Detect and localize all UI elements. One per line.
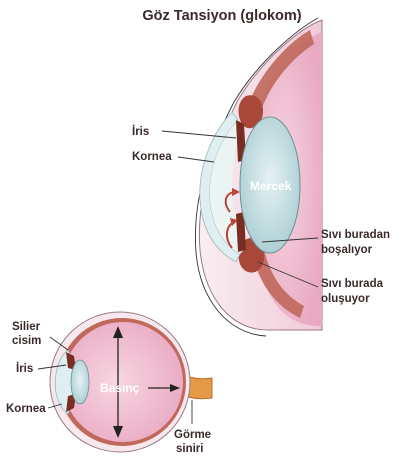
label-cornea: Kornea: [132, 151, 172, 163]
label-lens: Mercek: [250, 179, 292, 193]
label-small-iris: İris: [16, 362, 33, 375]
label-fluid-drains-1: Sıvı buradan: [321, 229, 390, 241]
label-fluid-drains-2: boşalıyor: [321, 244, 373, 256]
label-ciliary-1: Silier: [12, 321, 41, 333]
small-eye: Silier cisim İris Kornea Basınç Görme si…: [6, 312, 212, 455]
label-fluid-produced-1: Sıvı burada: [321, 278, 384, 290]
label-fluid-produced-2: oluşuyor: [321, 293, 370, 305]
label-iris: İris: [132, 125, 149, 138]
label-pressure: Basınç: [100, 381, 140, 395]
small-eye-lens: [71, 360, 89, 404]
large-eye: İris Kornea Mercek Sıvı buradan boşalıyo…: [132, 18, 390, 336]
label-ciliary-2: cisim: [12, 335, 41, 347]
label-optic-2: siniri: [176, 443, 203, 455]
label-small-cornea: Kornea: [6, 403, 46, 415]
page-title: Göz Tansiyon (glokom): [142, 8, 301, 24]
label-optic-1: Görme: [174, 429, 211, 441]
